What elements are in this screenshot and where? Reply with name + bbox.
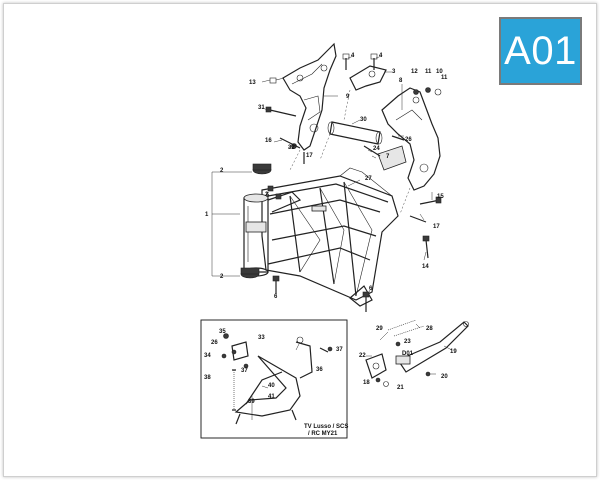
callout-1: 1: [205, 212, 209, 218]
callout-27: 27: [365, 176, 372, 182]
inset-callout-28: 28: [426, 326, 433, 332]
bolt-4-left: [342, 53, 350, 70]
inset-callout-40: 40: [268, 383, 275, 389]
callout-16: 16: [265, 138, 272, 144]
inset-note-line2: / RC MY21: [308, 431, 338, 437]
callout-7: 7: [386, 154, 390, 160]
inset-callout-d01: D01: [402, 351, 414, 357]
callout-11-right: 11: [441, 75, 448, 81]
bolt-4-right: [370, 53, 378, 70]
stand-spring: [232, 369, 236, 411]
inset-stand-box: 35 33 26 34 37 37 38 36 40 41 39 TV Luss…: [200, 319, 348, 439]
inset-callout-18: 18: [363, 380, 370, 386]
nut-12: [413, 89, 419, 95]
callout-11-left: 11: [425, 69, 432, 75]
bolt-15: [419, 196, 442, 205]
stand-pivot: [221, 333, 249, 369]
inset-callout-20: 20: [441, 374, 448, 380]
main-callouts: 1 2 2 2 3 4 4 5 6 6 7 8 9 10 11 11 12 13…: [205, 53, 448, 300]
bolt-5: [267, 185, 282, 200]
left-rear-bracket: [282, 42, 337, 151]
callout-31: 31: [258, 105, 265, 111]
callout-17-right: 17: [433, 224, 440, 230]
callout-30: 30: [360, 117, 367, 123]
inset-callout-22: 22: [359, 353, 366, 359]
inset-callout-21: 21: [397, 385, 404, 391]
center-stand: [234, 336, 313, 425]
bolt-17-right: [409, 215, 427, 223]
callout-6-right: 6: [369, 286, 373, 292]
bolt-6-left: [272, 275, 280, 294]
upper-link-bracket: [349, 65, 387, 91]
bolt-14: [422, 235, 430, 259]
section-code-badge: A01: [499, 17, 582, 85]
inset-callout-29: 29: [376, 326, 383, 332]
inset-callout-37-right: 37: [336, 347, 343, 353]
inset-callout-36: 36: [316, 367, 323, 373]
callout-12: 12: [411, 69, 418, 75]
callout-2-lower: 2: [220, 274, 224, 280]
callout-14: 14: [422, 264, 429, 270]
inset-callout-33: 33: [258, 335, 265, 341]
side-stand-springs: [387, 319, 425, 337]
bolt-24: [363, 145, 381, 157]
callout-4-left: 4: [351, 53, 355, 59]
nut-11: [425, 87, 442, 96]
inset-callout-35: 35: [219, 329, 226, 335]
bolt-26: [391, 135, 405, 141]
callout-4-right: 4: [379, 53, 383, 59]
callout-2-upper: 2: [220, 168, 224, 174]
inset-note-line1: TV Lusso / SCS: [304, 424, 348, 430]
callout-15: 15: [437, 194, 444, 200]
main-frame: [261, 167, 399, 307]
bolt-16: [279, 137, 301, 149]
callout-32: 32: [288, 145, 295, 151]
callout-17-left: 17: [306, 153, 313, 159]
inset-callout-23: 23: [404, 339, 411, 345]
callout-26: 26: [405, 137, 412, 143]
inset-callout-37-left: 37: [241, 368, 248, 374]
rear-plate: [377, 145, 407, 171]
callout-9: 9: [346, 94, 350, 100]
callout-24: 24: [373, 146, 380, 152]
inset-callout-19: 19: [450, 349, 457, 355]
cross-tube: [327, 121, 383, 145]
callout-5: 5: [266, 193, 270, 199]
side-stand-leg: [397, 321, 469, 373]
inset-callout-34: 34: [204, 353, 211, 359]
leader-lines: [211, 55, 433, 295]
upper-bearing: [252, 163, 272, 175]
callout-13: 13: [249, 80, 256, 86]
inset-callout-38: 38: [204, 375, 211, 381]
callout-2-mid: 2: [265, 192, 269, 198]
bolt-6-right: [362, 291, 370, 312]
stand-bolt-37: [319, 346, 333, 353]
inset-callout-41: 41: [268, 394, 275, 400]
inset-callout-39: 39: [248, 399, 255, 405]
side-stand-switch: [395, 355, 411, 365]
side-stand-group: 29 28 23 D01 19 22 20 18 21: [359, 319, 469, 391]
bolt-13: [269, 77, 285, 84]
lower-bearing: [240, 267, 260, 279]
callout-8: 8: [399, 78, 403, 84]
inset-callout-26: 26: [211, 340, 218, 346]
side-stand-bracket: [365, 353, 387, 379]
callout-10: 10: [436, 69, 443, 75]
callout-3: 3: [392, 69, 396, 75]
callout-6-left: 6: [274, 294, 278, 300]
bolt-31: [265, 106, 297, 117]
